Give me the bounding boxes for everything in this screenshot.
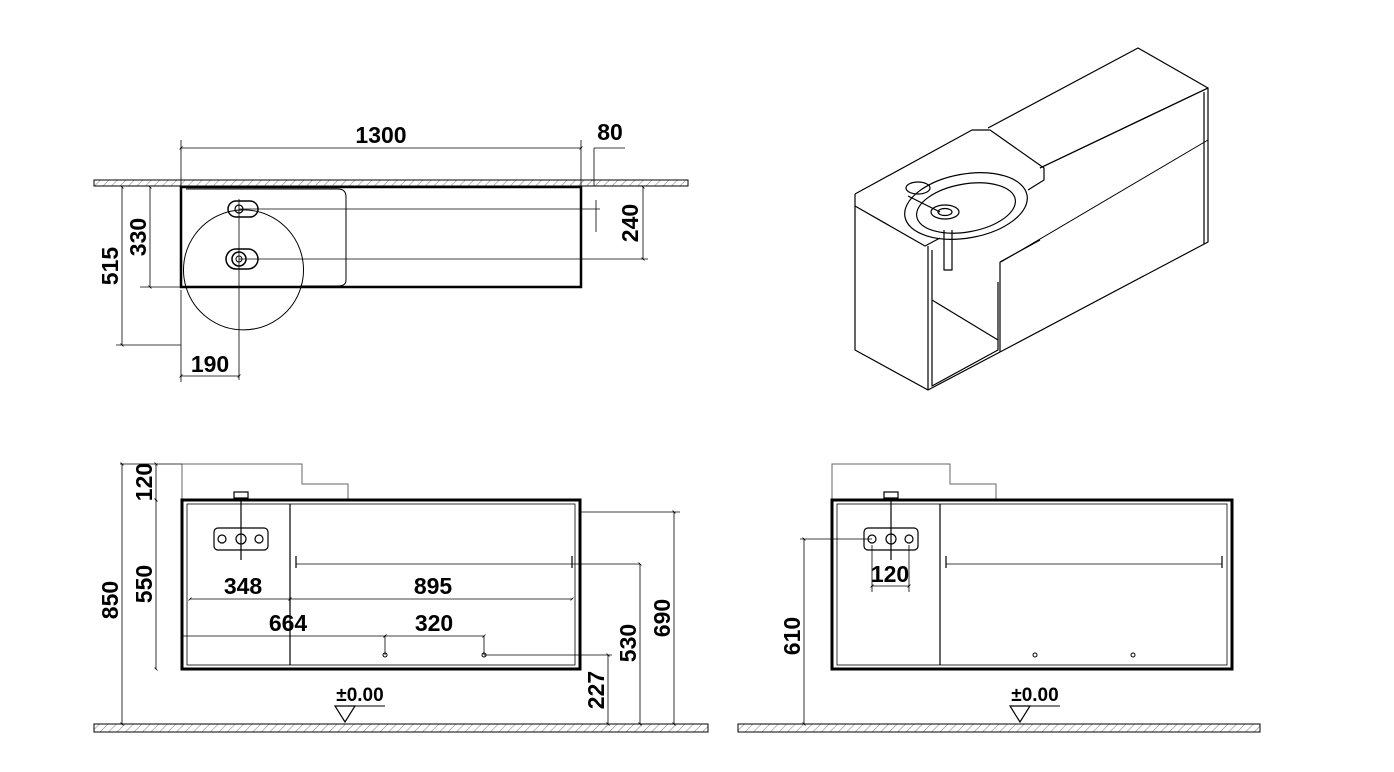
level-label-front: ±0.00 bbox=[336, 685, 383, 706]
floor-hatch-right bbox=[737, 723, 1261, 733]
basin-recess bbox=[186, 188, 347, 287]
dim-depth: 515 bbox=[97, 247, 123, 286]
dim-right-compartment: 895 bbox=[414, 573, 453, 599]
dim-tap-offset: 240 bbox=[617, 204, 643, 242]
dim-total-height: 850 bbox=[97, 581, 123, 619]
dim-cabinet-height: 550 bbox=[131, 565, 157, 603]
countertop-outline bbox=[179, 185, 583, 289]
dim-fixing-spacing: 320 bbox=[415, 610, 453, 636]
dim-basin-depth: 330 bbox=[125, 218, 151, 256]
dim-floor-clearance: 227 bbox=[583, 671, 609, 709]
plan-view bbox=[93, 140, 689, 382]
side-view bbox=[737, 463, 1261, 733]
side-cabinet bbox=[830, 498, 1234, 671]
front-view bbox=[93, 462, 709, 733]
floor-hatch-left bbox=[93, 723, 709, 733]
dim-tap-centers: 120 bbox=[871, 561, 909, 587]
dim-left-compartment: 348 bbox=[224, 573, 263, 599]
dim-basin-height: 120 bbox=[131, 463, 157, 501]
front-cabinet bbox=[180, 498, 582, 671]
dim-supply-height: 610 bbox=[779, 617, 805, 655]
dim-fixing-left: 664 bbox=[269, 610, 308, 636]
dim-width: 1300 bbox=[355, 122, 406, 148]
dim-wall-gap: 80 bbox=[597, 119, 623, 145]
wall-hatch bbox=[93, 179, 689, 187]
dim-top-height: 690 bbox=[649, 599, 675, 637]
round-bowl-lower bbox=[185, 286, 302, 331]
dim-drain-offset: 190 bbox=[191, 351, 229, 377]
perspective-view bbox=[854, 47, 1209, 391]
level-label-side: ±0.00 bbox=[1011, 685, 1058, 706]
dim-fixing-height: 530 bbox=[615, 624, 641, 662]
